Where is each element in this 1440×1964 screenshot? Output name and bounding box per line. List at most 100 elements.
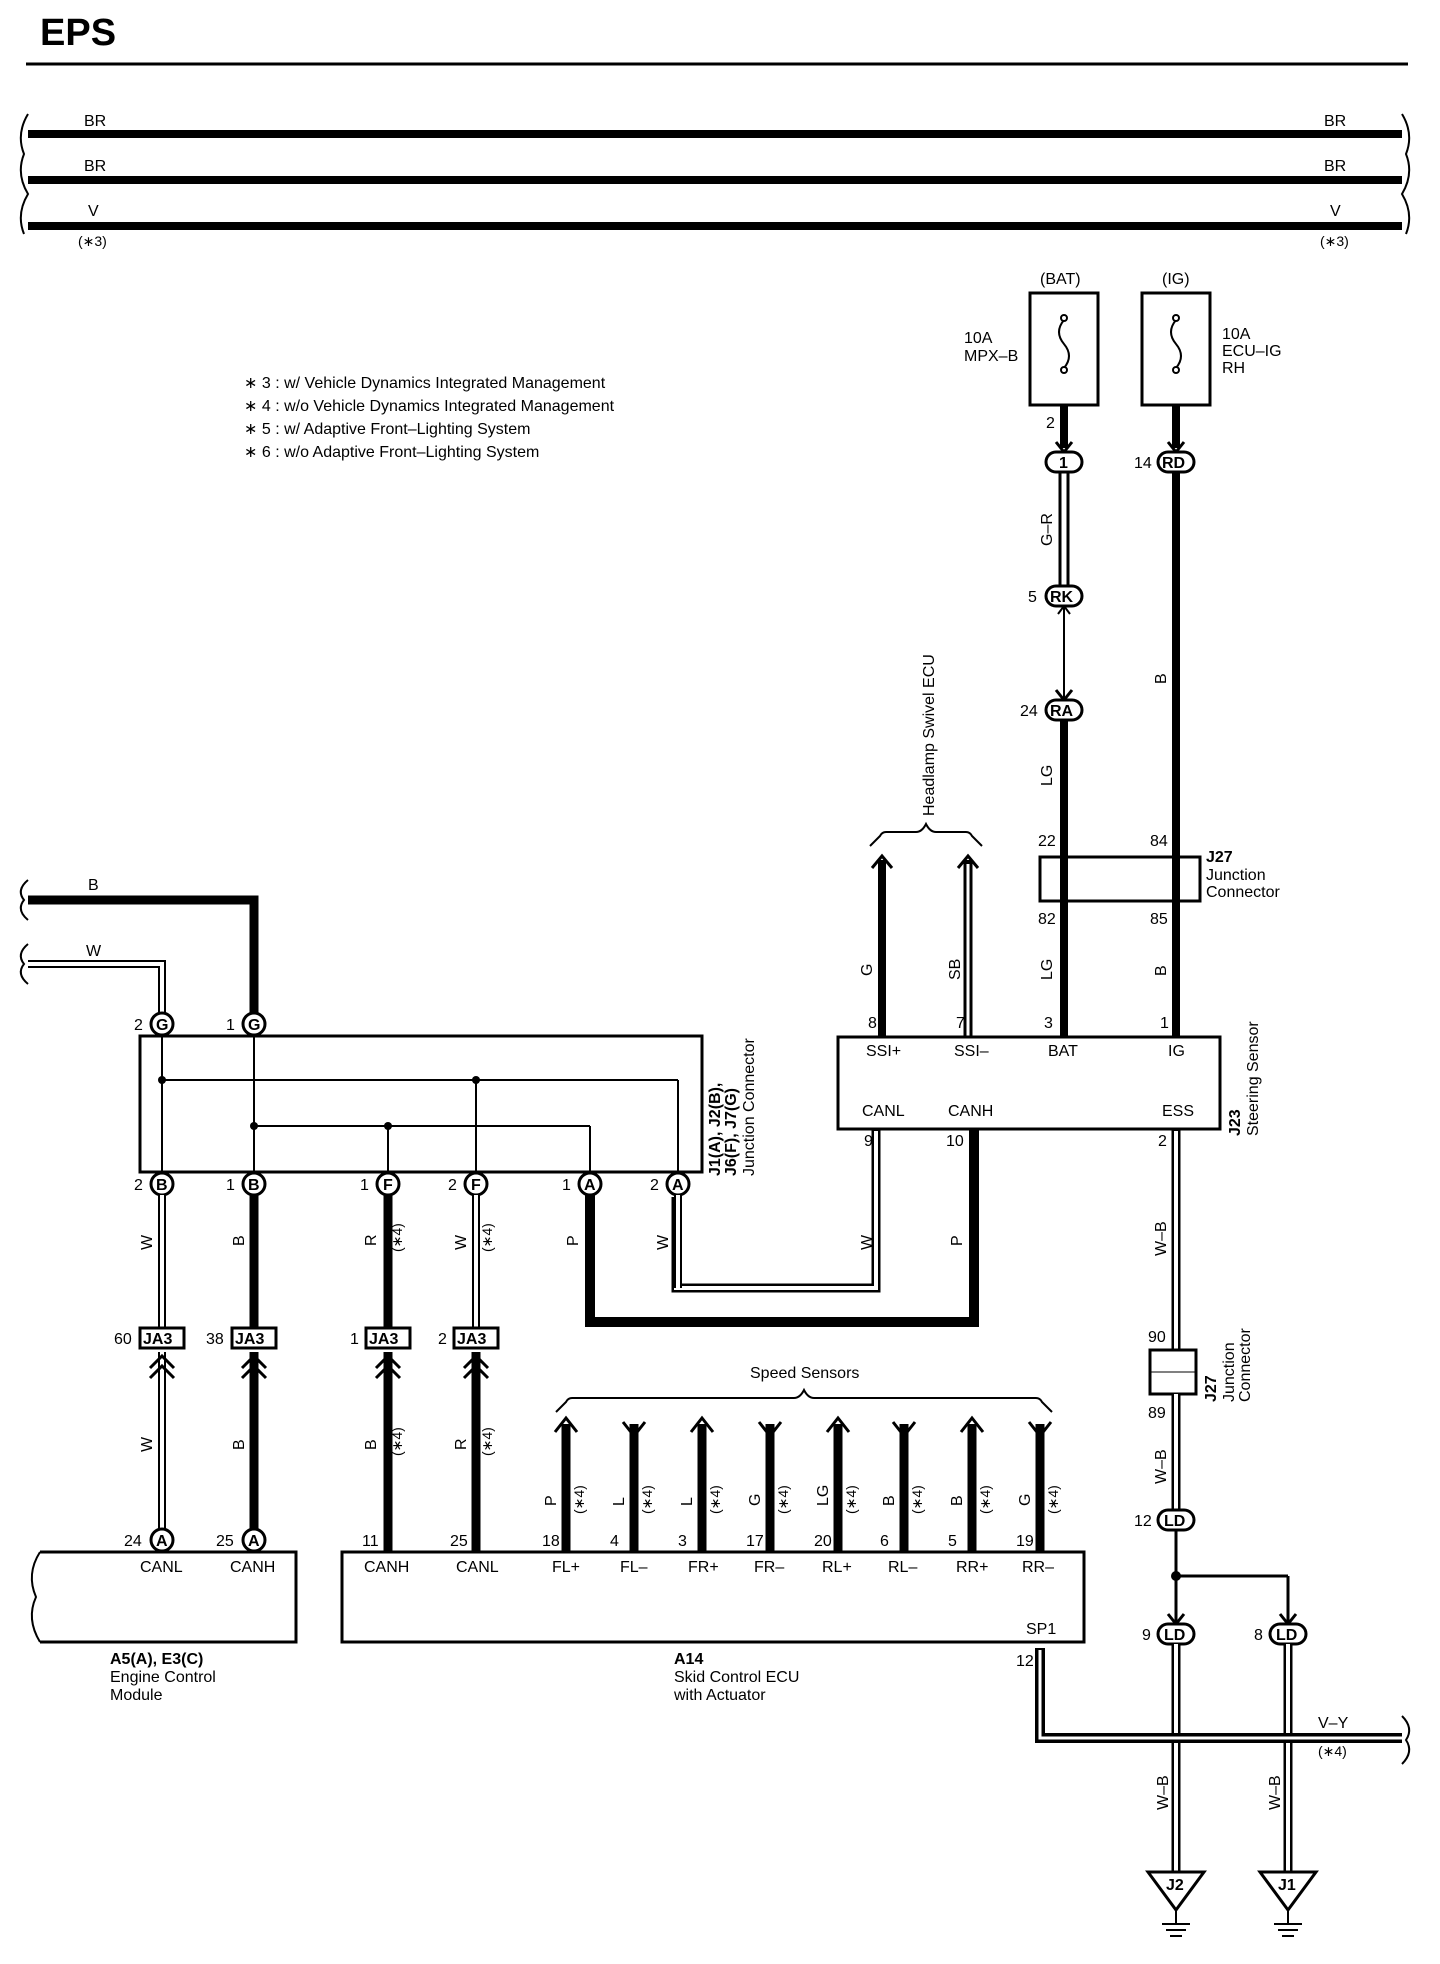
arrow-icon [1027,1421,1053,1439]
arrow-icon [553,1415,579,1433]
conn-label: LD [1164,1513,1185,1530]
pin-name: RR+ [956,1559,988,1576]
wire-note: (∗4) [389,1427,405,1456]
wire-color: W [859,1234,876,1250]
pin-name: FR+ [688,1559,719,1576]
conn-label: 1 [1059,455,1068,472]
ecm-label: Module [110,1687,163,1704]
pin-label: 9 [1142,1627,1151,1644]
conn-label: RA [1050,703,1074,720]
conn-label: LD [1164,1627,1185,1644]
pin-name: SSI+ [866,1043,901,1060]
arrow-icon [959,1415,985,1433]
wire-ess: W–B 90 J27 Junction Connector 89 W–B LD … [1134,1129,1308,1872]
skid-label: Skid Control ECU [674,1669,799,1686]
j27-id: J27 [1203,1375,1220,1402]
pin-label: 84 [1150,833,1168,850]
pin-name: RL+ [822,1559,852,1576]
wire-color: G–R [1039,513,1056,546]
pin-name: CANL [862,1103,905,1120]
conn-label: A [672,1177,684,1194]
steering-name: Steering Sensor [1245,1021,1262,1136]
wire-color: LG [815,1485,832,1506]
note: ∗ 3 : w/ Vehicle Dynamics Integrated Man… [244,375,606,392]
headlamp-label: Headlamp Swivel ECU [921,654,938,816]
fuse-ecu-ig: (IG) 10A ECU–IG RH [1140,271,1282,407]
conn-label: B [156,1177,168,1194]
wire-color: W–B [1155,1775,1172,1810]
pin-label: 2 [134,1017,143,1034]
wire-color: B [881,1495,898,1506]
pin-label: 1 [360,1177,369,1194]
pin-name: CANH [230,1559,275,1576]
arrow-icon [891,1421,917,1439]
conn-label: LD [1276,1627,1297,1644]
conn-label: F [471,1177,481,1194]
wire-note: (∗4) [639,1485,655,1514]
page-title: EPS [40,12,117,54]
note: ∗ 6 : w/o Adaptive Front–Lighting System [244,444,539,461]
pin-name: SSI– [954,1043,989,1060]
junction-id: J1(A), J2(B), [707,1083,724,1176]
fuse-mpx-b: (BAT) 10A MPX–B 2 [964,271,1100,432]
wire-color: W–B [1153,1221,1170,1256]
pin-name: CANH [948,1103,993,1120]
pin-name: RL– [888,1559,917,1576]
conn-label: JA3 [369,1331,398,1348]
wire-note: (∗4) [977,1485,993,1514]
wire-note: (∗4) [1318,1743,1347,1759]
wire-note: (∗4) [909,1485,925,1514]
wire-color: B [363,1439,380,1450]
arrow-icon [825,1415,851,1433]
wire-note: (∗4) [707,1485,723,1514]
pin-label: 2 [438,1331,447,1348]
speed-sensors: Speed Sensors [555,1365,1053,1413]
conn-label: RD [1162,455,1185,472]
wire-color: V–Y [1318,1715,1349,1732]
wire-color: R [453,1438,470,1450]
pin-label: 1 [350,1331,359,1348]
j27-id: J27 [1206,849,1233,866]
wire-note: (∗4) [389,1223,405,1252]
note: ∗ 5 : w/ Adaptive Front–Lighting System [244,421,530,438]
pin-label: 18 [542,1533,560,1550]
left-incoming: B W G 2 G 1 [19,877,267,1037]
headlamp-swivel: Headlamp Swivel ECU G 8 SB 7 [859,654,983,1043]
fuse-name: RH [1222,360,1245,377]
ground-j1: J1 [1257,1870,1319,1937]
conn-label: JA3 [143,1331,172,1348]
wire-color: G [1017,1494,1034,1506]
skid-control-ecu: CANH CANL FL+ FL– FR+ FR– RL+ RL– RR+ RR… [340,1550,1086,1704]
junction-id: J6(F), J7(G) [723,1088,740,1176]
fuse-source: (BAT) [1040,271,1081,288]
pin-name: FR– [754,1559,784,1576]
pin-label: 14 [1134,455,1152,472]
conn-label: B [248,1177,260,1194]
engine-control-module: CANL CANH A5(A), E3(C) Engine Control Mo… [30,1550,298,1704]
junction-to-ja3: W B R (∗4) W (∗4) P W [139,1195,682,1328]
bus-label: V [88,203,99,220]
arrow-icon [689,1415,715,1433]
pin-label: 5 [948,1533,957,1550]
bus-note: (∗3) [78,233,107,249]
pin-label: 9 [864,1133,873,1150]
wire-color: G [859,964,876,976]
wire-color: B [231,1235,248,1246]
conn-label: RK [1050,589,1074,606]
pin-name: SP1 [1026,1621,1056,1638]
wire-note: (∗4) [775,1485,791,1514]
conn-label: JA3 [457,1331,486,1348]
wire-color: W [655,1234,672,1250]
j27-label: Junction [1221,1342,1238,1402]
pin-label: 24 [1020,703,1038,720]
pin-label: 3 [1044,1015,1053,1032]
pin-label: 4 [610,1533,619,1550]
pin-name: BAT [1048,1043,1078,1060]
pin-label: 5 [1028,589,1037,606]
wire-color: B [1153,673,1170,684]
conn-label: JA3 [235,1331,264,1348]
fuse-rating: 10A [1222,326,1251,343]
pin-label: 1 [226,1177,235,1194]
ground-j2: J2 [1145,1870,1207,1937]
